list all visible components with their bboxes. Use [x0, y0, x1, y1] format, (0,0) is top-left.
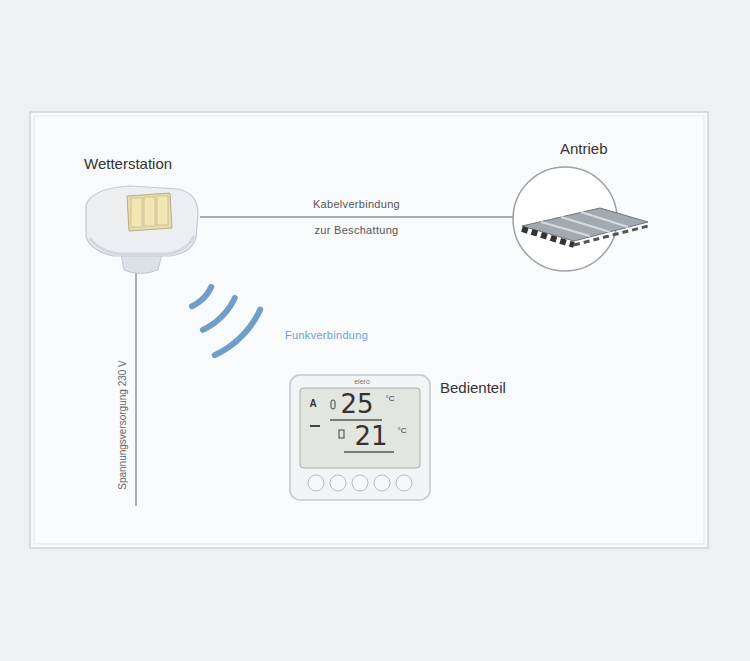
brand-label: elero — [354, 378, 370, 385]
drive-circle: Antrieb — [513, 167, 617, 271]
node-heading: Antrieb — [560, 140, 608, 158]
connection-label: Funkverbindung — [285, 328, 368, 342]
display-value: 25 — [340, 391, 373, 417]
radio-connection — [192, 287, 260, 355]
supply-label: Spannungsversorgung 230 V — [118, 360, 128, 490]
display-unit: °C — [386, 395, 395, 403]
panel — [30, 112, 708, 548]
control-unit-figure — [290, 375, 430, 500]
power-wire — [135, 266, 137, 506]
cable-connection — [200, 216, 513, 218]
connection-label: Kabelverbindung zur Beschattung — [311, 191, 403, 243]
display-value: 21 — [354, 423, 387, 449]
weather-station-figure — [86, 186, 198, 274]
node-heading: Bedienteil — [440, 379, 506, 397]
node-heading: Wetterstation — [84, 155, 172, 173]
display-unit: °C — [398, 427, 407, 435]
panel-inner-border — [34, 116, 704, 544]
weather-station: Wetterstation — [80, 185, 200, 270]
display-mode: A — [309, 399, 316, 409]
awning-drive-figure — [513, 167, 648, 271]
